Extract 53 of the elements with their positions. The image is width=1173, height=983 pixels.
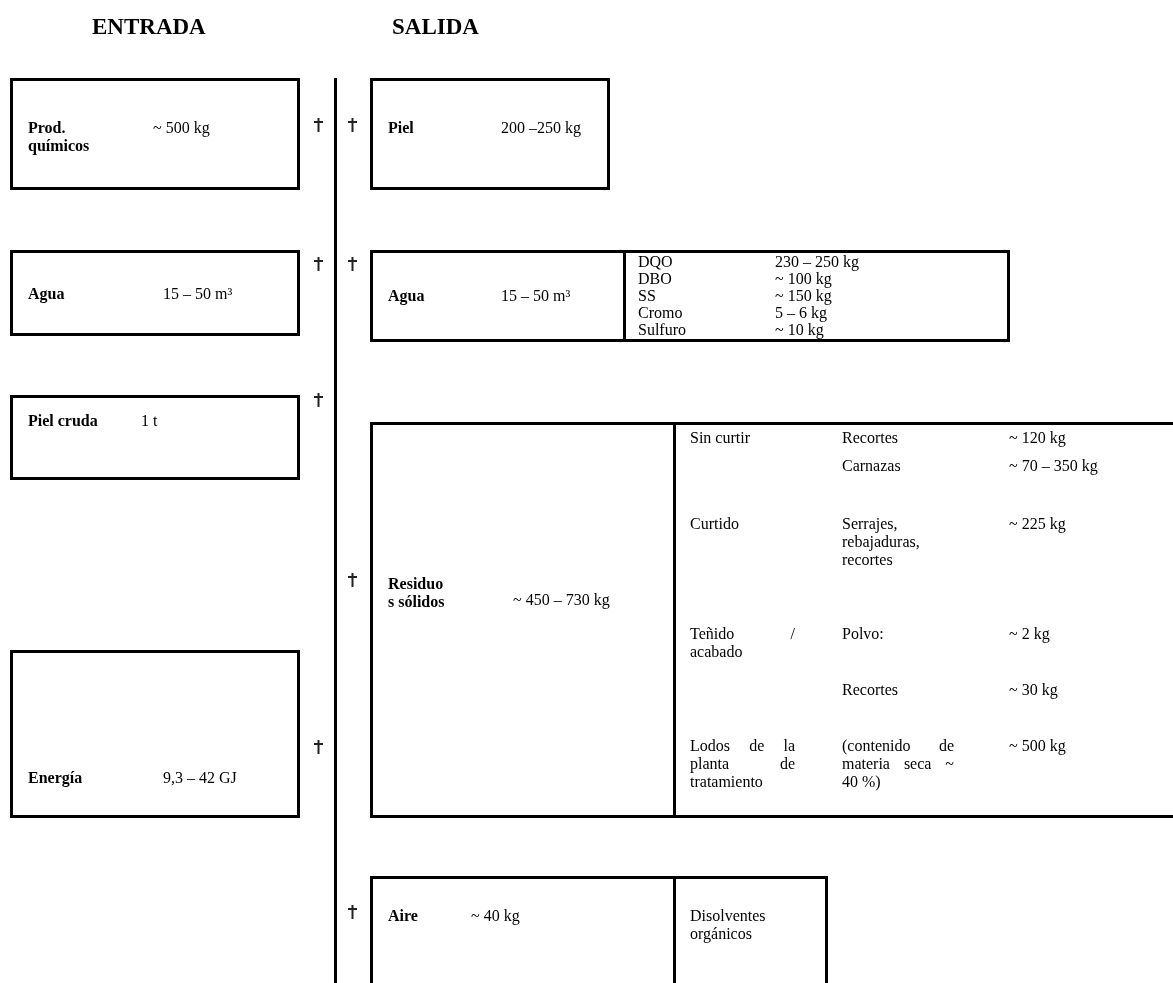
table-box bbox=[370, 422, 1173, 818]
table-text: ~ 120 kg bbox=[1009, 429, 1066, 447]
table-text: ~ 500 kg bbox=[153, 119, 210, 137]
table-text: SS bbox=[638, 287, 656, 305]
table-text: ~ 150 kg bbox=[775, 287, 832, 305]
table-text: Polvo: bbox=[842, 625, 884, 643]
flow-box bbox=[370, 78, 610, 190]
table-text: DQO bbox=[638, 253, 673, 271]
flow-name: Piel cruda bbox=[28, 412, 98, 430]
table-text: ~ 40 kg bbox=[471, 907, 520, 925]
flow-name: Agua bbox=[388, 287, 425, 305]
table-text: 15 – 50 m³ bbox=[163, 285, 233, 303]
flow-box bbox=[10, 250, 300, 336]
table-text: Curtido bbox=[690, 515, 739, 533]
flow-name: Agua bbox=[28, 285, 65, 303]
table-text: DBO bbox=[638, 270, 672, 288]
table-text: Disolventes orgánicos bbox=[690, 907, 767, 943]
flow-box bbox=[10, 395, 300, 480]
column-heading: SALIDA bbox=[392, 14, 479, 40]
table-text: Sin curtir bbox=[690, 429, 750, 447]
table-text: ~ 2 kg bbox=[1009, 625, 1050, 643]
table-text: Sulfuro bbox=[638, 321, 686, 339]
table-text: ~ 225 kg bbox=[1009, 515, 1066, 533]
table-text: ~ 10 kg bbox=[775, 321, 824, 339]
table-text: ~ 100 kg bbox=[775, 270, 832, 288]
table-text: Recortes bbox=[842, 681, 898, 699]
flow-name: Prod. químicos bbox=[28, 119, 91, 155]
table-text: Serrajes, rebajaduras, recortes bbox=[842, 515, 921, 569]
table-text: Cromo bbox=[638, 304, 683, 322]
flow-name: Piel bbox=[388, 119, 414, 137]
flow-name: Aire bbox=[388, 907, 418, 925]
flow-name: Energía bbox=[28, 769, 83, 787]
flow-box bbox=[10, 78, 300, 190]
table-text: (contenido de materia seca ~ 40 %) bbox=[842, 737, 954, 791]
table-text: 15 – 50 m³ bbox=[501, 287, 571, 305]
flow-name: Residuo s sólidos bbox=[388, 575, 446, 611]
flow-box bbox=[10, 650, 300, 818]
table-text: 9,3 – 42 GJ bbox=[163, 769, 237, 787]
table-text: Teñido / acabado bbox=[690, 625, 795, 661]
table-text: Carnazas bbox=[842, 457, 901, 475]
table-text: 1 t bbox=[141, 412, 158, 430]
table-text: 200 –250 kg bbox=[501, 119, 581, 137]
table-text: ~ 30 kg bbox=[1009, 681, 1058, 699]
table-text: 5 – 6 kg bbox=[775, 304, 827, 322]
flow-box bbox=[370, 876, 828, 983]
table-text: Recortes bbox=[842, 429, 898, 447]
table-text: 230 – 250 kg bbox=[775, 253, 859, 271]
table-text: Lodos de la planta de tratamiento bbox=[690, 737, 795, 791]
table-text: ~ 450 – 730 kg bbox=[513, 591, 610, 609]
table-text: ~ 70 – 350 kg bbox=[1009, 457, 1098, 475]
table-text: ~ 500 kg bbox=[1009, 737, 1066, 755]
table-box bbox=[370, 250, 1010, 342]
column-heading: ENTRADA bbox=[92, 14, 206, 40]
